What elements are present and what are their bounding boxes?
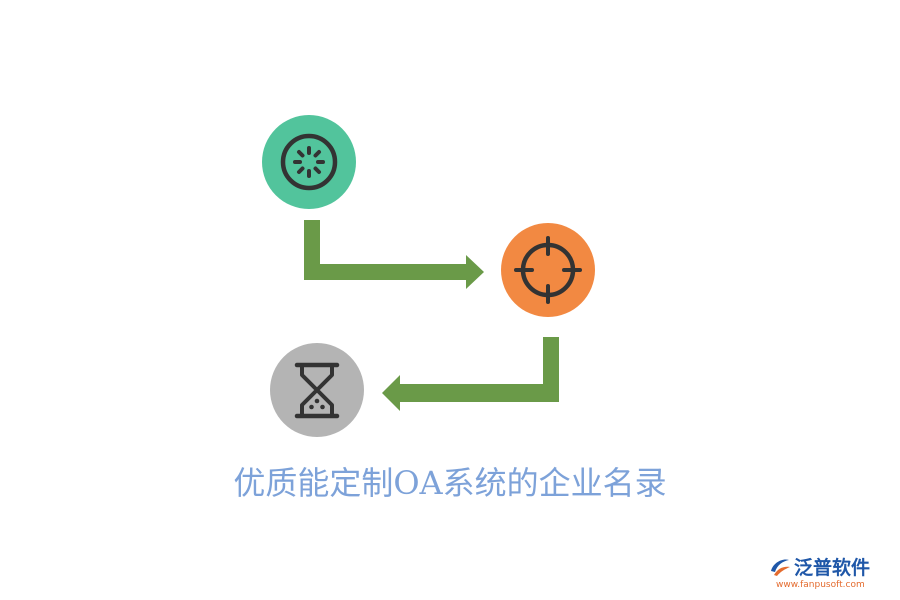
orange-node: [501, 223, 595, 317]
loading-spinner-icon: [280, 133, 338, 191]
logo-url: www.fanpusoft.com: [776, 580, 865, 590]
hourglass-icon: [294, 362, 340, 419]
brand-logo[interactable]: 泛普软件 www.fanpusoft.com: [768, 553, 893, 595]
connector-arrow-orange-to-gray: [382, 337, 559, 411]
gray-node: [270, 343, 364, 437]
logo-name: 泛普软件: [794, 557, 871, 579]
crosshair-target-icon: [514, 236, 582, 304]
connector-arrow-green-to-orange: [304, 220, 484, 289]
logo-mark-icon: [771, 559, 790, 576]
green-node: [262, 115, 356, 209]
logo-swoosh-blue: [771, 559, 789, 572]
logo-swoosh-orange: [774, 566, 790, 576]
diagram-caption: 优质能定制OA系统的企业名录: [233, 464, 667, 502]
